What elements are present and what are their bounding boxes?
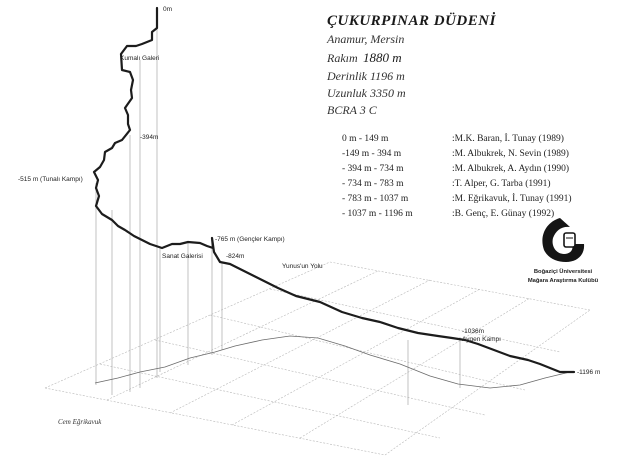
author-signature: Cem Eğrikavuk [58, 418, 102, 426]
cave-title: ÇUKURPINAR DÜDENİ [327, 12, 497, 29]
label-gencler-kampi: -765 m (Gençler Kampı) [215, 236, 285, 243]
cave-grade: BCRA 3 C [327, 103, 378, 117]
history-range: - 394 m - 734 m [342, 164, 404, 174]
history-range: - 1037 m - 1196 m [342, 209, 413, 219]
elevation-value: 1880 m [363, 50, 402, 65]
history-range: - 783 m - 1037 m [342, 194, 409, 204]
cave-plan-trace [94, 335, 571, 389]
label-sanat-galerisi: Sanat Galerisi [162, 253, 203, 260]
label-kumali-galeri: Kumalı Galeri [120, 55, 159, 62]
history-team: :M. Albukrek, A. Aydın (1990) [452, 163, 569, 174]
label-depth-1036: -1036m [462, 328, 484, 335]
history-team: :M.K. Baran, İ. Tunay (1989) [452, 132, 564, 144]
cave-location: Anamur, Mersin [326, 32, 404, 46]
perspective-grid [44, 261, 591, 456]
cave-length: Uzunluk 3350 m [327, 86, 406, 100]
history-range: 0 m - 149 m [342, 134, 389, 144]
label-depth-394: -394m [140, 134, 158, 141]
history-range: -149 m - 394 m [342, 149, 402, 159]
elevation-label: Rakım [326, 51, 358, 65]
cave-depth: Derinlik 1196 m [326, 69, 405, 83]
projection-lines [95, 10, 461, 405]
label-bottom-depth: -1196 m [577, 369, 600, 376]
label-entrance: 0m [163, 6, 172, 13]
history-team: :M. Eğrikavuk, İ. Tunay (1991) [452, 192, 572, 204]
history-range: - 734 m - 783 m [342, 179, 404, 189]
label-aygen-kampi: Aygen Kampı [462, 336, 501, 343]
club-name-line2: Mağara Araştırma Kulübü [528, 278, 599, 284]
club-name-line1: Boğaziçi Üniversitesi [534, 268, 593, 275]
cave-profile-line [92, 6, 576, 374]
label-depth-824: -824m [226, 253, 244, 260]
label-tunali-kampi: -515 m (Tunalı Kampı) [18, 176, 83, 183]
history-team: :T. Alper, G. Tarba (1991) [452, 178, 551, 189]
history-team: :M. Albukrek, N. Sevin (1989) [452, 148, 569, 159]
exploration-history: 0 m - 149 m :M.K. Baran, İ. Tunay (1989)… [342, 132, 572, 219]
label-yunus-yolu: Yunus'un Yolu [282, 263, 323, 270]
history-team: :B. Genç, E. Günay (1992) [452, 208, 554, 219]
club-logo-icon [542, 218, 585, 262]
